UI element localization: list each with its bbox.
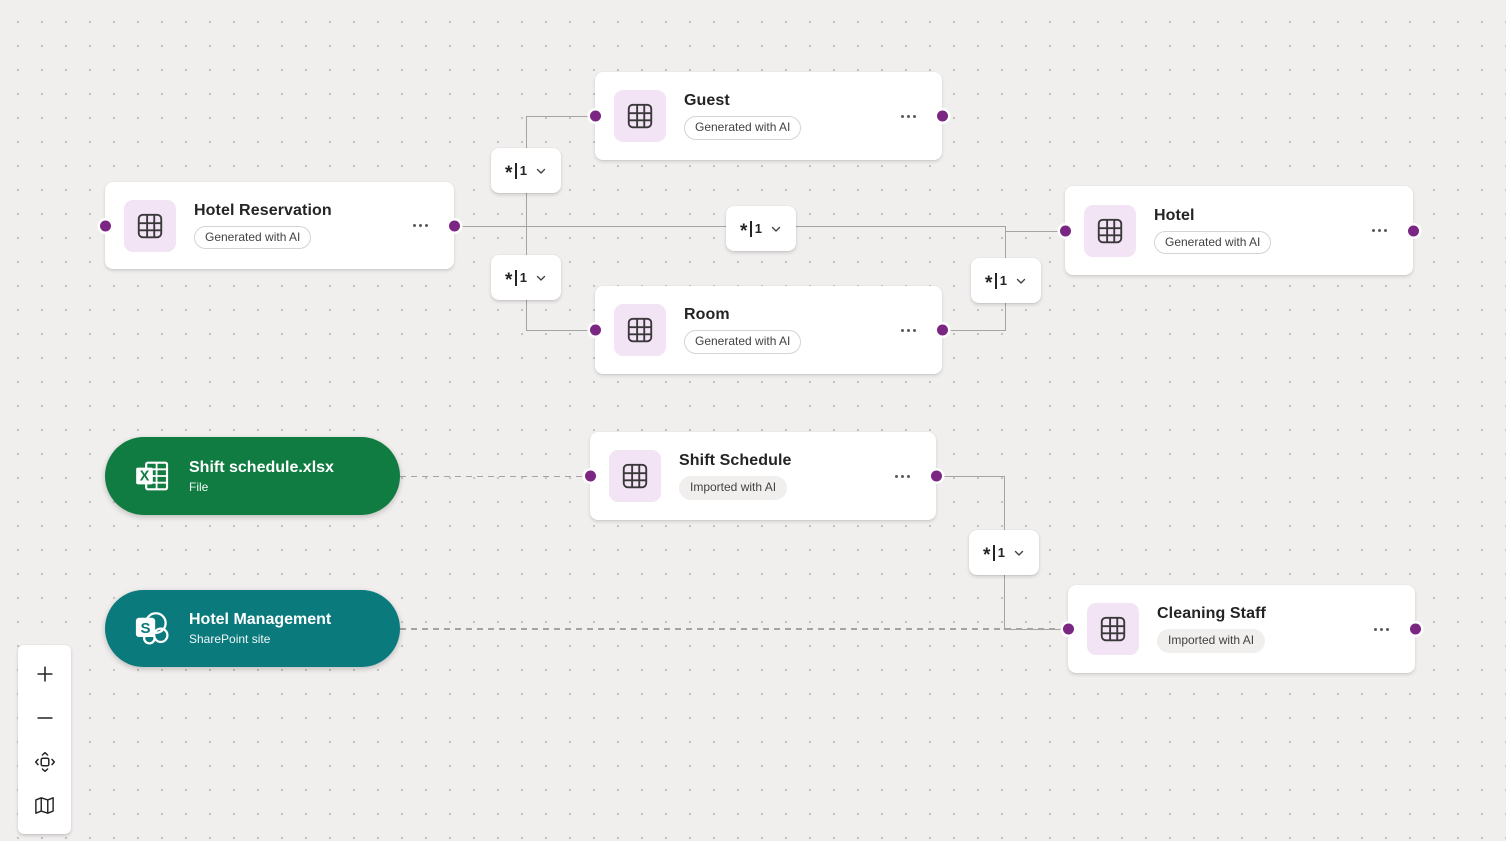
zoom-in-button[interactable]	[24, 654, 66, 693]
cardinality-one: 1	[754, 221, 762, 236]
plus-icon	[36, 665, 53, 682]
entity-badge: Imported with AI	[1157, 629, 1266, 653]
minus-icon	[36, 716, 53, 719]
source-title: Shift schedule.xlsx	[189, 458, 334, 476]
table-icon	[124, 199, 176, 252]
table-icon	[609, 450, 661, 502]
cardinality-divider	[515, 269, 517, 286]
chevron-down-icon	[536, 168, 546, 174]
entity-badge: Generated with AI	[1154, 230, 1272, 255]
connection-port[interactable]	[589, 110, 601, 122]
entity-title: Hotel Reservation	[194, 201, 332, 219]
connection-port[interactable]	[584, 470, 596, 482]
relationship-cardinality-hotel[interactable]: * 1	[726, 206, 796, 251]
chevron-down-icon	[536, 275, 546, 281]
entity-title: Hotel	[1154, 206, 1195, 224]
entity-badge: Generated with AI	[194, 225, 312, 250]
cardinality-one: 1	[519, 270, 527, 285]
cardinality-one: 1	[999, 273, 1007, 288]
entity-title: Guest	[684, 92, 730, 110]
cardinality-many: *	[985, 272, 993, 294]
connection-port[interactable]	[448, 220, 460, 231]
table-icon	[614, 304, 666, 356]
cardinality-many: *	[505, 162, 513, 184]
minimap-button[interactable]	[24, 786, 66, 825]
more-options-button[interactable]	[411, 218, 430, 233]
connection-port[interactable]	[1062, 623, 1074, 635]
cardinality-divider	[515, 162, 517, 179]
source-title: Hotel Management	[189, 611, 332, 628]
cardinality-many: *	[740, 220, 748, 242]
excel-icon: X	[131, 455, 173, 497]
sharepoint-icon: S	[131, 608, 173, 650]
table-icon	[1087, 603, 1139, 655]
map-icon	[35, 797, 54, 814]
entity-card-hotel-reservation[interactable]: Hotel Reservation Generated with AI	[99, 182, 460, 269]
entity-title: Room	[684, 306, 730, 324]
cardinality-one: 1	[997, 545, 1005, 560]
zoom-out-button[interactable]	[24, 698, 66, 737]
more-options-button[interactable]	[1370, 223, 1389, 238]
entity-card-guest[interactable]: Guest Generated with AI	[589, 72, 948, 160]
more-options-button[interactable]	[899, 323, 918, 338]
connection-port[interactable]	[1059, 225, 1071, 236]
svg-text:X: X	[140, 468, 150, 484]
source-pill-excel-file[interactable]: X Shift schedule.xlsx File	[105, 437, 400, 515]
more-options-button[interactable]	[899, 109, 918, 124]
entity-title: Cleaning Staff	[1157, 605, 1266, 623]
connector-segment	[1005, 230, 1065, 232]
connector-segment	[941, 329, 1005, 331]
source-connector-dashed	[400, 475, 590, 477]
chevron-down-icon	[1016, 278, 1026, 284]
fit-view-button[interactable]	[24, 742, 66, 781]
connection-port[interactable]	[99, 220, 111, 231]
canvas-toolbar	[18, 645, 71, 834]
cardinality-divider	[995, 272, 997, 289]
entity-card-room[interactable]: Room Generated with AI	[589, 286, 948, 374]
source-connector-dashed	[400, 628, 1068, 630]
entity-card-cleaning-staff[interactable]: Cleaning Staff Imported with AI	[1062, 585, 1421, 673]
source-type: File	[189, 479, 209, 494]
source-pill-sharepoint-site[interactable]: S Hotel Management SharePoint site	[105, 590, 400, 667]
entity-badge: Generated with AI	[684, 330, 802, 354]
cardinality-many: *	[983, 544, 991, 566]
chevron-down-icon	[771, 226, 781, 232]
connector-segment	[526, 329, 595, 331]
relationship-cardinality-room[interactable]: * 1	[491, 255, 561, 300]
chevron-down-icon	[1014, 550, 1024, 556]
cardinality-divider	[993, 544, 995, 561]
relationship-cardinality-cleaning-staff[interactable]: * 1	[969, 530, 1039, 575]
svg-text:S: S	[141, 620, 151, 637]
connection-port[interactable]	[1407, 225, 1419, 236]
cardinality-many: *	[505, 269, 513, 291]
entity-card-hotel[interactable]: Hotel Generated with AI	[1059, 186, 1419, 275]
more-options-button[interactable]	[1372, 622, 1391, 637]
connection-port[interactable]	[589, 324, 601, 336]
connector-segment	[936, 475, 1005, 477]
connector-segment	[526, 115, 595, 117]
relationship-cardinality-room-hotel[interactable]: * 1	[971, 258, 1041, 303]
source-type: SharePoint site	[189, 632, 271, 646]
cardinality-divider	[750, 220, 752, 237]
entity-badge: Generated with AI	[684, 116, 802, 140]
entity-card-shift-schedule[interactable]: Shift Schedule Imported with AI	[584, 432, 942, 520]
connection-port[interactable]	[930, 470, 942, 482]
cardinality-one: 1	[519, 163, 527, 178]
table-icon	[614, 90, 666, 142]
fit-view-icon	[34, 751, 55, 772]
connection-port[interactable]	[936, 110, 948, 122]
connection-port[interactable]	[936, 324, 948, 336]
table-icon	[1084, 204, 1136, 257]
more-options-button[interactable]	[893, 469, 912, 484]
connection-port[interactable]	[1409, 623, 1421, 635]
entity-title: Shift Schedule	[679, 452, 792, 470]
relationship-cardinality-guest[interactable]: * 1	[491, 148, 561, 193]
entity-badge: Imported with AI	[679, 476, 788, 500]
